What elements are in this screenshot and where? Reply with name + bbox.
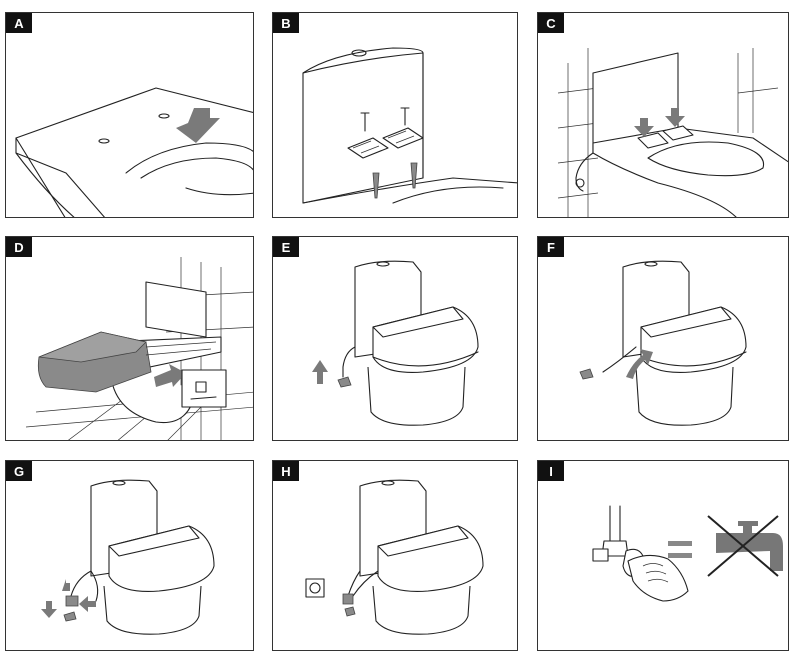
faucet-crossed-out-icon: [707, 515, 783, 577]
up-arrow-icon: [312, 360, 328, 384]
hand-icon: [627, 554, 689, 602]
step-panel-c: C: [537, 12, 789, 218]
step-panel-g: G: [5, 460, 254, 651]
down-arrow-icon: [62, 579, 70, 591]
step-label-e: E: [273, 237, 299, 257]
step-label-f: F: [538, 237, 564, 257]
step-panel-f: F: [537, 236, 789, 441]
step-panel-e: E: [272, 236, 518, 441]
step-label-i: I: [538, 461, 564, 481]
step-label-d: D: [6, 237, 32, 257]
power-outlet-icon: [305, 578, 325, 598]
step-panel-a: A: [5, 12, 254, 218]
left-arrow-icon: [79, 596, 96, 612]
equals-sign: [668, 541, 692, 558]
down-arrow-icon: [176, 108, 220, 143]
toilet-base-illustration: [15, 87, 253, 217]
step-panel-i: I: [537, 460, 789, 651]
down-arrow-icon: [41, 601, 57, 618]
step-label-h: H: [273, 461, 299, 481]
hose-to-seat-illustration: [579, 260, 747, 426]
power-outlet-connection-illustration: [305, 479, 484, 635]
step-panel-b: B: [272, 12, 518, 218]
step-label-b: B: [273, 13, 299, 33]
down-arrow-icon: [665, 108, 685, 127]
right-arrow-icon: [154, 364, 186, 387]
tank-bolts-illustration: [302, 47, 517, 204]
down-arrow-icon: [634, 118, 654, 137]
curved-arrow-icon: [626, 349, 653, 379]
seat-plates-mounted-illustration: [557, 48, 788, 217]
seat-slide-on-illustration: [25, 257, 253, 440]
step-panel-h: H: [272, 460, 518, 651]
open-water-valve-illustration: [592, 505, 783, 602]
bolt-icon: [360, 107, 410, 132]
t-valve-installation-illustration: [41, 479, 215, 635]
step-panel-d: D: [5, 236, 254, 441]
water-hose-connection-illustration: [312, 260, 479, 426]
step-label-g: G: [6, 461, 32, 481]
step-label-c: C: [538, 13, 564, 33]
step-label-a: A: [6, 13, 32, 33]
